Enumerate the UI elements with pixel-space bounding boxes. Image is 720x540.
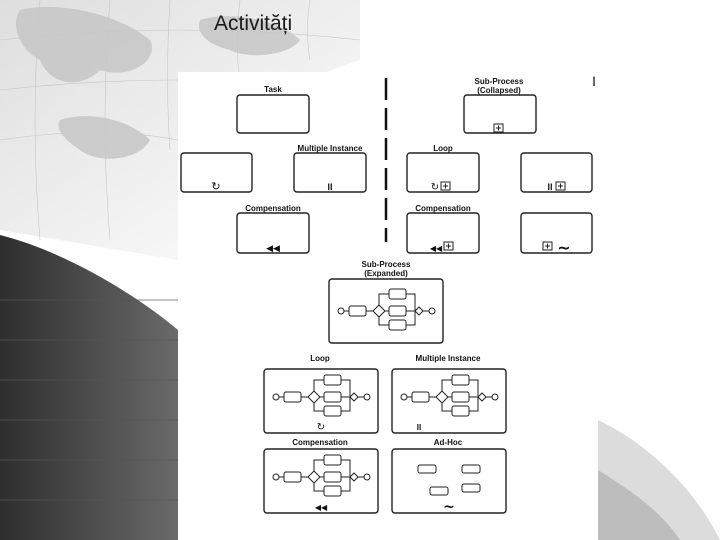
adhoc-expanded: ~ xyxy=(391,448,507,515)
label-compensation-bottom: Compensation xyxy=(292,438,348,447)
label-loop-top: Loop xyxy=(433,144,453,153)
separator-mark: | xyxy=(593,76,596,87)
loop-subprocess-plus-icon xyxy=(440,181,451,191)
label-loop-bottom: Loop xyxy=(310,354,330,363)
label-subprocess-expanded-1: Sub-Process xyxy=(362,260,411,269)
loop-task-box xyxy=(180,152,253,193)
subprocess-collapsed-box xyxy=(463,94,537,134)
label-multiple-instance-bottom: Multiple Instance xyxy=(416,354,481,363)
bpmn-activities-diagram: | Task Sub-Process (Collapsed) Multiple … xyxy=(178,72,598,540)
compensation-expanded: ◀◀ xyxy=(263,448,379,514)
mi-task-box xyxy=(293,152,367,193)
slide-title: Activități xyxy=(214,12,293,35)
mi-subprocess-icon: II xyxy=(547,182,552,192)
label-subprocess-collapsed-2: (Collapsed) xyxy=(477,86,521,95)
mi-subprocess-box xyxy=(520,152,593,193)
label-subprocess-collapsed-1: Sub-Process xyxy=(475,77,524,86)
compensation-subprocess-box xyxy=(406,212,480,254)
mi-icon: II xyxy=(327,182,332,192)
dark-band-left xyxy=(0,235,178,540)
compensation-expanded-icon: ◀◀ xyxy=(315,503,328,512)
label-subprocess-expanded-2: (Expanded) xyxy=(364,269,408,278)
mi-expanded: II xyxy=(391,368,507,434)
label-compensation-right: Compensation xyxy=(415,204,471,213)
loop-expanded: ↻ xyxy=(263,368,379,434)
label-multiple-instance-top: Multiple Instance xyxy=(298,144,363,153)
compensation-task-box xyxy=(236,212,310,254)
compensation-icon: ◀◀ xyxy=(266,244,280,254)
adhoc-subprocess-box xyxy=(520,212,593,254)
adhoc-subprocess-plus-icon xyxy=(542,241,553,251)
label-task: Task xyxy=(264,85,282,94)
adhoc-subprocess-tilde-icon: ~ xyxy=(557,238,570,257)
diagram-svg: | Task Sub-Process (Collapsed) Multiple … xyxy=(180,76,596,515)
loop-subprocess-icon: ↻ xyxy=(431,182,439,193)
label-compensation-left: Compensation xyxy=(245,204,301,213)
loop-expanded-icon: ↻ xyxy=(317,422,325,433)
loop-icon: ↻ xyxy=(211,180,220,193)
collapsed-plus-icon xyxy=(493,123,504,133)
task-box xyxy=(236,94,310,134)
label-adhoc: Ad-Hoc xyxy=(434,438,463,447)
compensation-subprocess-icon: ◀◀ xyxy=(430,244,443,253)
compensation-subprocess-plus-icon xyxy=(443,241,454,251)
loop-subprocess-box xyxy=(406,152,480,193)
mi-subprocess-plus-icon xyxy=(555,181,566,191)
adhoc-tilde-icon: ~ xyxy=(443,499,455,515)
mi-expanded-icon: II xyxy=(417,423,421,432)
subprocess-expanded xyxy=(328,278,444,344)
